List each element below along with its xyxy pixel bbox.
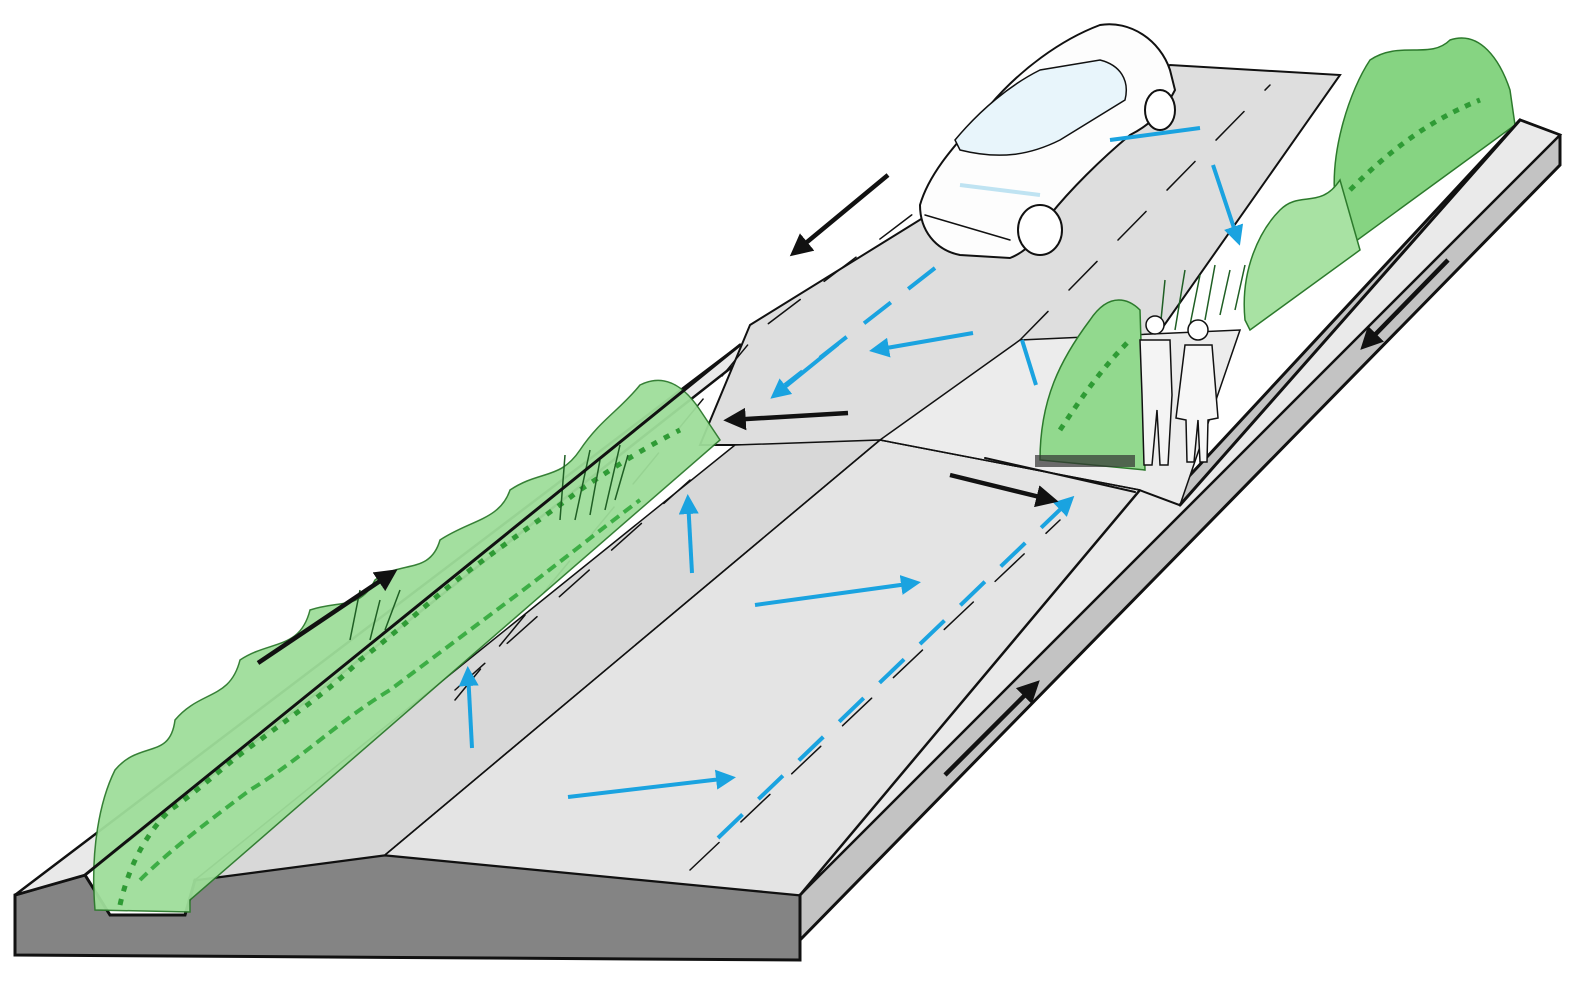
tree-box-planter-icon [1035,37,1516,471]
flow-arrow-2 [754,575,921,607]
flow-arrow-7 [1211,164,1244,246]
car-icon [918,23,1177,260]
flow-arrow-8 [1020,339,1038,386]
traffic-arrow-1 [789,173,890,257]
flow-arrow-channel-right [716,495,1075,840]
road-surface [192,63,1563,896]
traffic-arrow-5 [1360,258,1450,350]
flow-arrow-3 [458,666,479,749]
flow-arrow-car [1109,126,1201,142]
stormwater-flow-arrows [458,126,1244,840]
traffic-arrow-6 [943,680,1040,777]
flow-arrow-5 [869,331,974,358]
traffic-arrow-4 [256,569,398,665]
traffic-arrow-3 [949,472,1059,508]
pedestrian-couple-icon [1139,315,1219,466]
flow-arrow-4 [678,494,699,574]
traffic-arrows [256,173,1450,777]
flow-arrow-channel-left [783,266,937,387]
traffic-arrow-2 [723,407,849,431]
curbs [83,118,1522,962]
flow-arrow-1 [567,769,736,799]
